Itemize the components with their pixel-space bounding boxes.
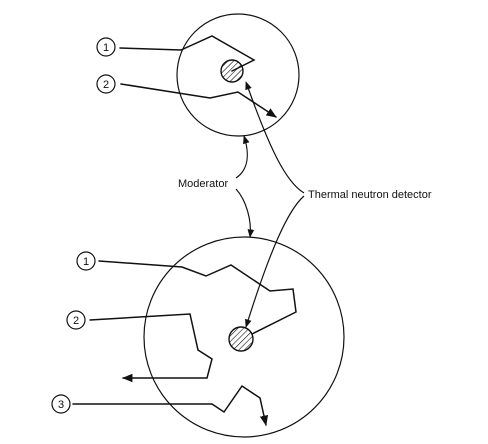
moderator-leader-top (235, 135, 250, 179)
small-neutron-path-2 (120, 83, 277, 118)
large-neutron-path-1 (98, 260, 297, 335)
large-marker-2: 2 (66, 310, 86, 330)
moderator-label: Moderator (178, 178, 228, 190)
small-moderator-assembly: 1 2 (96, 13, 300, 137)
large-marker-2-label: 2 (73, 315, 79, 327)
detector-label: Thermal neutron detector (308, 189, 432, 201)
detector-leader-bottom (245, 195, 305, 328)
detector-leader-top (245, 81, 305, 194)
large-marker-3-label: 3 (58, 399, 64, 411)
small-marker-1: 1 (96, 37, 116, 57)
small-marker-2: 2 (96, 74, 116, 94)
large-neutron-path-2 (89, 313, 213, 383)
small-marker-2-label: 2 (103, 79, 109, 91)
large-moderator-assembly: 1 2 3 (51, 236, 345, 438)
large-marker-1-label: 1 (83, 256, 89, 268)
large-marker-3: 3 (51, 394, 71, 414)
moderator-leader-bottom (235, 188, 255, 238)
callouts: Moderator Thermal neutron detector (178, 81, 432, 328)
large-neutron-path-3 (72, 384, 269, 427)
large-moderator-sphere (143, 236, 345, 438)
small-moderator-sphere (176, 13, 300, 137)
large-detector-core (228, 326, 254, 352)
small-neutron-path-1 (119, 35, 256, 72)
large-marker-1: 1 (76, 251, 96, 271)
small-marker-1-label: 1 (103, 42, 109, 54)
